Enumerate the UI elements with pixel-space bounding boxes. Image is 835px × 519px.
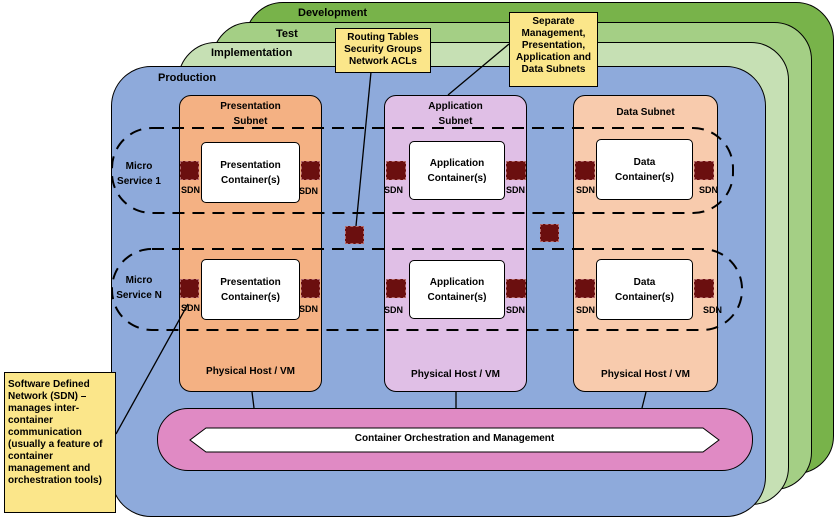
application-host-label: Physical Host / VM	[411, 369, 500, 380]
sdn-block	[180, 161, 199, 180]
development-label: Development	[298, 7, 368, 19]
presentation-subnet-title: Presentation Subnet	[220, 101, 281, 127]
orchestration-label: Container Orchestration and Management	[354, 433, 555, 444]
microservice-n-label: Micro Service N	[116, 275, 162, 301]
sdn-label: SDN	[384, 305, 404, 315]
sdn-label: SDN	[299, 186, 319, 196]
microservice-1-outline	[111, 127, 734, 214]
microservice-1-label: Micro Service 1	[117, 161, 161, 187]
routing-callout: Routing Tables Security Groups Network A…	[335, 28, 431, 73]
separate-callout-pointer	[447, 43, 510, 96]
sdn-callout-pointer	[115, 303, 189, 435]
application-container-n: Application Container(s)	[409, 260, 505, 319]
data-container-1: Data Container(s)	[596, 139, 693, 200]
sdn-label: SDN	[576, 185, 596, 195]
sdn-block	[301, 161, 320, 180]
sdn-label: SDN	[699, 185, 719, 195]
sdn-block	[506, 161, 526, 180]
presentation-container-n: Presentation Container(s)	[201, 259, 300, 320]
sdn-callout: Software Defined Network (SDN) – manages…	[4, 372, 116, 513]
sdn-block	[575, 161, 595, 180]
data-host-connector	[641, 391, 647, 409]
data-host-label: Physical Host / VM	[601, 369, 690, 380]
presentation-host-connector	[251, 391, 255, 409]
sdn-router-block	[540, 224, 559, 242]
separate-subnets-callout: Separate Management, Presentation, Appli…	[509, 12, 598, 87]
sdn-router-block	[345, 226, 364, 244]
sdn-label: SDN	[299, 304, 319, 314]
data-container-n: Data Container(s)	[596, 259, 693, 320]
application-subnet-title: Application Subnet	[428, 101, 483, 127]
sdn-block	[506, 279, 526, 298]
production-label: Production	[158, 72, 217, 84]
data-subnet-title: Data Subnet	[616, 107, 675, 118]
test-label: Test	[276, 28, 298, 40]
sdn-label: SDN	[181, 303, 201, 313]
presentation-container-1: Presentation Container(s)	[201, 142, 300, 203]
sdn-block	[386, 161, 406, 180]
sdn-label: SDN	[703, 305, 723, 315]
sdn-block	[180, 279, 199, 298]
sdn-block	[386, 279, 406, 298]
sdn-label: SDN	[384, 185, 404, 195]
sdn-label: SDN	[506, 305, 526, 315]
sdn-block	[694, 161, 714, 180]
sdn-label: SDN	[506, 185, 526, 195]
sdn-label: SDN	[181, 185, 201, 195]
application-container-1: Application Container(s)	[409, 141, 505, 200]
sdn-block	[575, 279, 595, 298]
sdn-block	[694, 279, 714, 298]
microservice-n-outline	[111, 248, 743, 331]
implementation-label: Implementation	[211, 47, 293, 59]
sdn-label: SDN	[576, 305, 596, 315]
presentation-host-label: Physical Host / VM	[206, 366, 295, 377]
routing-callout-pointer	[355, 71, 372, 227]
sdn-block	[301, 279, 320, 298]
